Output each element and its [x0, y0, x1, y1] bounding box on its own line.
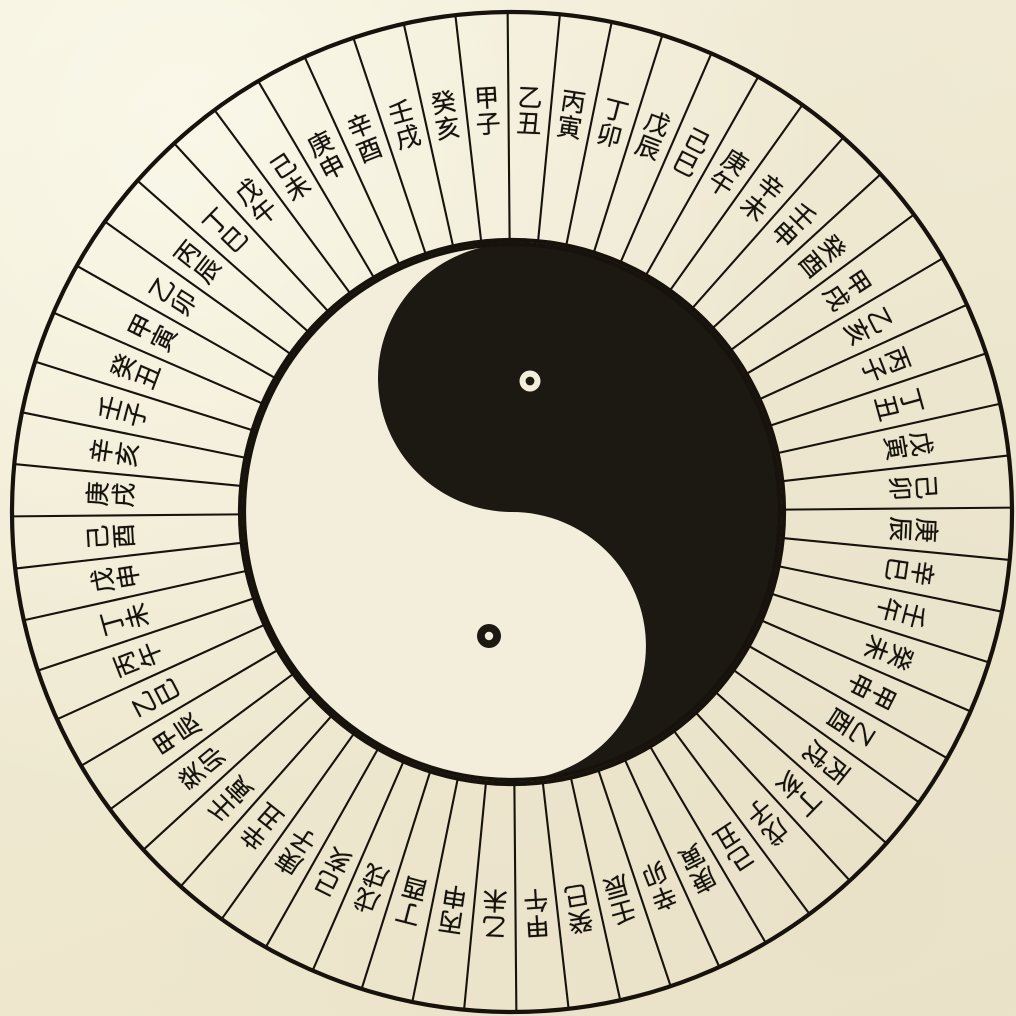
sector-dividers: [12, 12, 1012, 1012]
sector-divider: [37, 597, 255, 672]
sector-divider: [311, 761, 405, 971]
sector-divider: [142, 694, 313, 851]
sector-divider: [537, 14, 561, 242]
sector-divider: [14, 463, 242, 487]
sector-divider: [711, 173, 882, 330]
sector-divider: [778, 565, 1003, 613]
sector-divider: [694, 711, 851, 882]
sector-divider: [173, 142, 330, 313]
sector-divider: [645, 76, 760, 276]
sector-divider: [136, 179, 309, 333]
sector-divider: [745, 257, 944, 375]
sector-divider: [748, 645, 948, 760]
sector-divider: [21, 411, 246, 459]
sector-divider: [179, 715, 333, 888]
sector-divider: [730, 213, 915, 352]
sector-divider: [303, 56, 401, 265]
sector-divider: [360, 771, 432, 990]
sector-divider: [56, 623, 265, 721]
taiji-yang-eye-core: [525, 376, 535, 386]
sector-divider: [732, 669, 920, 804]
taiji-yin-eye-core: [484, 631, 494, 641]
sector-divider: [565, 21, 613, 246]
sector-divider: [264, 748, 379, 948]
sector-divider: [619, 53, 713, 263]
sector-divider: [771, 592, 990, 664]
sector-divider: [649, 745, 767, 944]
sector-divider: [402, 23, 455, 247]
sector-divider: [257, 80, 375, 279]
sector-divider: [777, 402, 1001, 455]
sector-divider: [104, 220, 292, 355]
sector-divider: [597, 769, 672, 987]
sector-divider: [109, 672, 294, 811]
sector-divider: [782, 537, 1010, 561]
taijitu-symbol: [241, 241, 783, 783]
sector-divider: [80, 649, 279, 767]
sector-divider: [669, 104, 804, 292]
sector-divider: [623, 759, 721, 968]
sector-divider: [34, 360, 253, 432]
sector-divider: [411, 778, 459, 1003]
sector-divider: [23, 569, 247, 622]
sector-divider: [715, 691, 888, 845]
sector-divider: [761, 619, 971, 713]
taiji-outline: [241, 241, 783, 783]
sector-divider: [506, 12, 511, 241]
sector-divider: [213, 109, 352, 294]
sector-divider: [783, 506, 1012, 511]
sector-divider: [463, 782, 487, 1010]
sector-divider: [513, 783, 518, 1012]
sector-divider: [541, 782, 570, 1009]
ring-inner-boundary: [237, 237, 787, 787]
ring-outer-boundary: [9, 9, 1015, 1015]
sector-divider: [352, 37, 427, 255]
sector-divider: [220, 732, 355, 920]
taiji-yang-half: [378, 244, 780, 780]
sector-divider: [759, 303, 968, 401]
sector-divider: [53, 311, 263, 405]
sector-divider: [672, 730, 811, 915]
sector-divider: [592, 34, 664, 253]
sector-divider: [12, 513, 241, 518]
sector-divider: [691, 136, 845, 309]
sector-divider: [76, 264, 276, 379]
sector-divider: [569, 777, 622, 1001]
sector-divider: [769, 352, 987, 427]
sector-divider: [454, 15, 483, 242]
sector-divider: [782, 454, 1009, 483]
sector-divider: [15, 541, 242, 570]
